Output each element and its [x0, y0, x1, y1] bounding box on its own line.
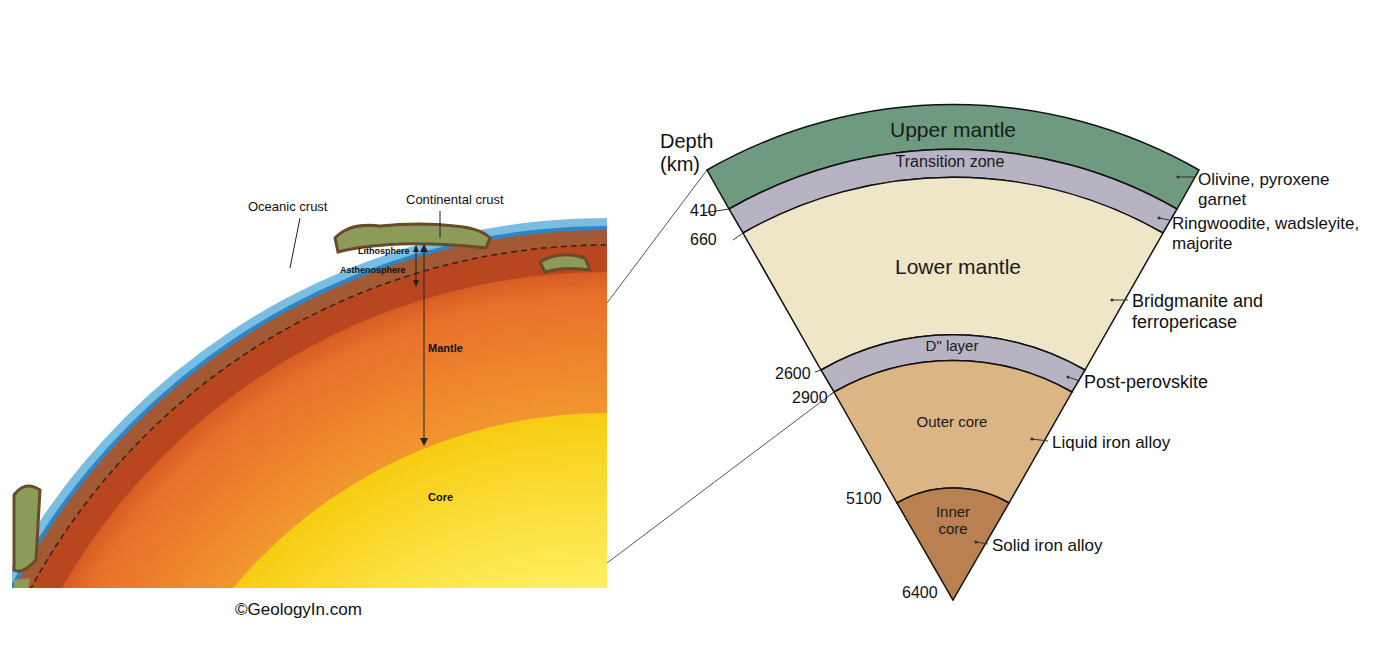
- layer-name: Asthenosphere: [340, 265, 406, 275]
- leader-dots: [974, 175, 1179, 543]
- layer-name: Transition zone: [850, 153, 1050, 171]
- d-layer-band: D" layer: [892, 337, 1012, 354]
- watermark: ©GeologyIn.com: [235, 600, 362, 620]
- depth-value: 6400: [902, 584, 938, 602]
- mantle-band: Upper mantle: [843, 118, 1063, 142]
- leader-lines: [703, 177, 1195, 544]
- part-name: Oceanic crust: [248, 200, 327, 215]
- mineral-label: Liquid iron alloy: [1052, 433, 1170, 453]
- layer-name: Upper mantle: [843, 118, 1063, 142]
- arrowheads: [413, 244, 428, 446]
- layer-name: Lithosphere: [358, 246, 410, 256]
- layer-name: Core: [428, 491, 453, 504]
- earth-cutaway: [12, 218, 607, 588]
- mineral-label: Bridgmanite and ferropericase: [1132, 291, 1282, 332]
- depth-value: 2600: [775, 365, 811, 383]
- core-band: Inner core: [928, 503, 978, 538]
- depth-value: 410: [690, 202, 717, 220]
- earth-wedge: [707, 105, 1199, 600]
- mantle-band: Lower mantle: [848, 255, 1068, 279]
- depth-value: 660: [690, 231, 717, 249]
- leader-lines: [290, 211, 440, 442]
- layer-name: Outer core: [892, 413, 1012, 430]
- mineral-label: Solid iron alloy: [992, 536, 1103, 556]
- mineral-label: Post-perovskite: [1084, 372, 1208, 393]
- mineral-label: Ringwoodite, wadsleyite, majorite: [1172, 214, 1362, 253]
- axis-title: Depth (km): [660, 130, 722, 176]
- part-name: Continental crust: [406, 193, 504, 208]
- layer-name: D" layer: [892, 337, 1012, 354]
- zoom-line: [607, 392, 834, 563]
- layer-name: Inner core: [928, 503, 978, 538]
- core-band: Outer core: [892, 413, 1012, 430]
- depth-value: 5100: [846, 490, 882, 508]
- layer-name: Lower mantle: [848, 255, 1068, 279]
- transition-band: Transition zone: [850, 153, 1050, 171]
- mineral-label: Olivine, pyroxene garnet: [1198, 170, 1363, 209]
- layer-name: Mantle: [428, 342, 463, 355]
- depth-value: 2900: [792, 389, 828, 407]
